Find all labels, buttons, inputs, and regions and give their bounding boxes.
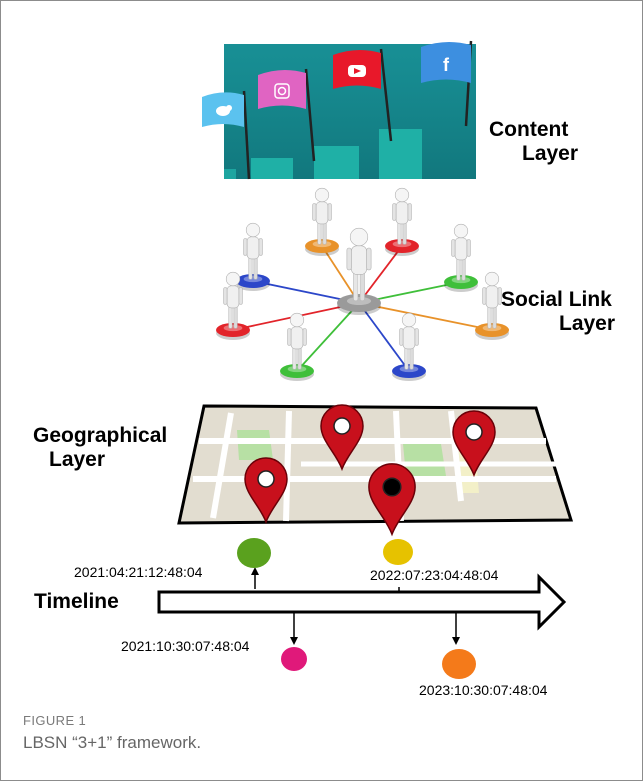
geographical-map [177, 404, 574, 537]
social-layer-line1: Social Link [501, 288, 612, 311]
hub-person [337, 227, 381, 315]
flag-4: f [421, 40, 473, 127]
event-dot-3 [281, 647, 307, 671]
event-dot-4 [442, 649, 476, 679]
flag-1 [202, 90, 251, 180]
network-person-7 [280, 312, 314, 381]
map-pin-icon-1 [320, 404, 364, 472]
facebook-icon: f [443, 55, 450, 75]
twitter-icon [216, 105, 232, 116]
content-layer-image: f [202, 40, 476, 180]
map-pin-icon-3 [244, 457, 288, 525]
content-layer-line1: Content [489, 118, 569, 141]
content-layer-line2: Layer [522, 142, 579, 165]
network-person-5 [216, 271, 250, 340]
content-layer-label: Content Layer [489, 118, 578, 166]
network-person-3 [236, 222, 270, 291]
flag-2 [258, 68, 316, 162]
flag-3 [333, 48, 393, 142]
framework-diagram: f [157, 40, 574, 679]
figure-caption: LBSN “3+1” framework. [23, 733, 202, 752]
social-layer-label: Social Link Layer [501, 288, 615, 336]
map-pin-icon-2 [452, 410, 496, 478]
network-person-4 [444, 223, 478, 292]
timestamp-4: 2023:10:30:07:48:04 [419, 682, 548, 698]
network-person-8 [392, 312, 426, 381]
timestamp-2: 2022:07:23:04:48:04 [370, 567, 499, 583]
geo-layer-line1: Geographical [33, 424, 168, 447]
event-dot-1 [237, 538, 271, 568]
geo-layer-line2: Layer [49, 448, 106, 471]
timestamp-3: 2021:10:30:07:48:04 [121, 638, 250, 654]
figure-label: FIGURE 1 [23, 713, 87, 728]
event-dot-2 [383, 539, 413, 565]
map-pin-icon-4 [368, 463, 416, 537]
network-person-6 [475, 271, 509, 340]
network-person-2 [385, 187, 419, 256]
social-link-network [216, 187, 509, 381]
timestamp-1: 2021:04:21:12:48:04 [74, 564, 203, 580]
svg-text:f: f [443, 55, 450, 75]
youtube-icon [348, 65, 366, 77]
timeline-label: Timeline [34, 590, 119, 613]
network-person-1 [305, 187, 339, 256]
social-layer-line2: Layer [559, 312, 616, 335]
geo-layer-label: Geographical Layer [33, 424, 167, 472]
timeline-arrow [157, 567, 567, 645]
instagram-icon [274, 83, 290, 99]
